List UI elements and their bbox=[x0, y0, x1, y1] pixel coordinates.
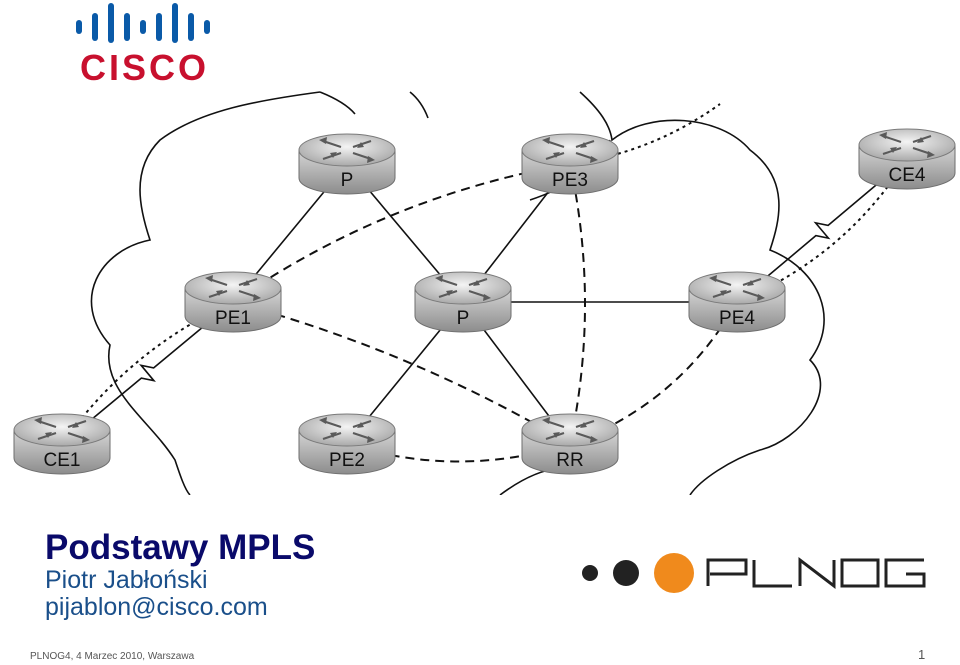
page-number: 1 bbox=[918, 647, 926, 662]
mpls-cloud-outline bbox=[90, 91, 825, 495]
presentation-email: pijablon@cisco.com bbox=[45, 593, 268, 621]
router-label: CE1 bbox=[44, 450, 81, 471]
cisco-logo bbox=[76, 3, 210, 43]
router-rr: RR bbox=[521, 413, 619, 475]
router-label: CE4 bbox=[889, 165, 926, 186]
router-label: PE4 bbox=[719, 308, 755, 329]
router-label: P bbox=[457, 308, 470, 329]
session-pe1-rr bbox=[232, 301, 571, 445]
router-p_center: P bbox=[414, 271, 512, 333]
plnog-dot-large bbox=[654, 553, 694, 593]
session-pe1-pe3 bbox=[232, 163, 571, 303]
plnog-dot-small bbox=[582, 565, 598, 581]
router-ce4: CE4 bbox=[858, 128, 956, 190]
serial-link-pe1-ce1 bbox=[61, 301, 234, 445]
router-label: PE2 bbox=[329, 450, 365, 471]
plnog-wordmark-icon bbox=[706, 556, 926, 590]
serial-links bbox=[61, 158, 908, 445]
plnog-dot-medium bbox=[613, 560, 639, 586]
router-label: PE3 bbox=[552, 170, 588, 191]
serial-link-pe4-ce4 bbox=[736, 158, 908, 303]
router-pe2: PE2 bbox=[298, 413, 396, 475]
router-ce1: CE1 bbox=[13, 413, 111, 475]
presentation-title: Podstawy MPLS bbox=[45, 528, 316, 567]
footer-event: PLNOG4, 4 Marzec 2010, Warszawa bbox=[30, 651, 195, 662]
router-pe1: PE1 bbox=[184, 271, 282, 333]
router-label: PE1 bbox=[215, 308, 251, 329]
cisco-wordmark: CISCO bbox=[80, 47, 210, 88]
router-label: RR bbox=[556, 450, 583, 471]
router-p_top: P bbox=[298, 133, 396, 195]
router-pe3: PE3 bbox=[521, 133, 619, 195]
router-label: P bbox=[341, 170, 354, 191]
router-pe4: PE4 bbox=[688, 271, 786, 333]
plnog-logo bbox=[582, 553, 926, 593]
presentation-author: Piotr Jabłoński bbox=[45, 566, 208, 594]
session-pe3-rr bbox=[569, 163, 586, 445]
cisco-bars-icon bbox=[76, 3, 210, 43]
